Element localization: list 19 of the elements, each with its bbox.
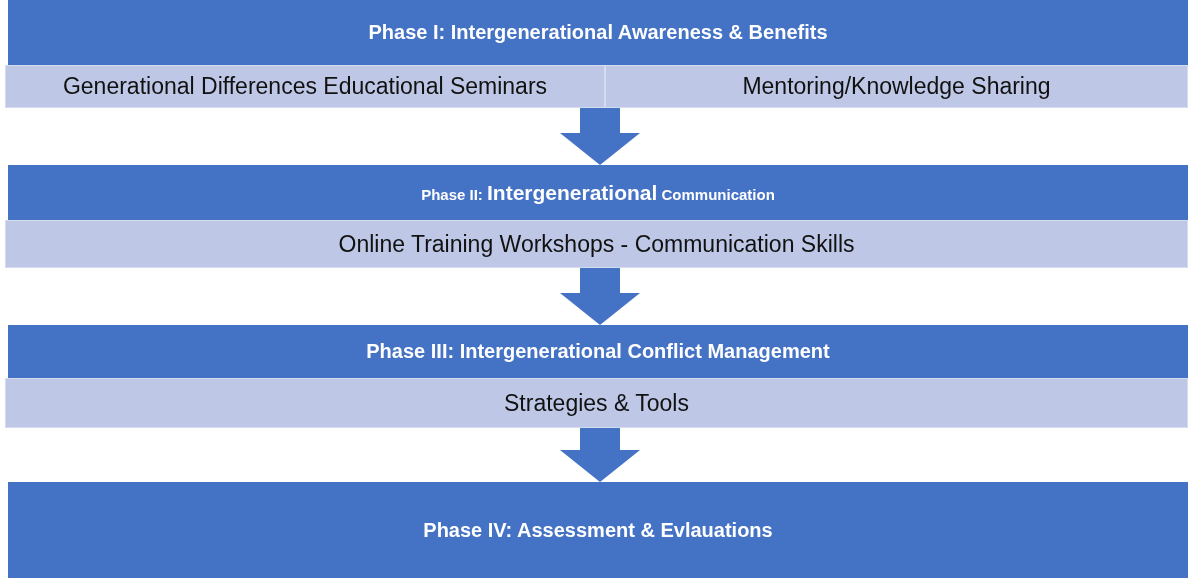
phase-title: Phase II: Intergenerational Communication <box>421 180 775 205</box>
activity-label: Online Training Workshops - Communication Skills <box>338 230 855 258</box>
phase-band <box>8 482 1188 578</box>
phase-band <box>8 165 1188 220</box>
activity-box <box>5 220 1188 268</box>
activity-label: Mentoring/Knowledge Sharing <box>742 73 1051 100</box>
phase-band <box>8 0 1188 65</box>
activity-box <box>605 65 1188 108</box>
block-arrow <box>560 108 640 165</box>
block-arrow <box>560 268 640 325</box>
activity-label: Strategies & Tools <box>504 389 689 417</box>
activity-box <box>5 65 605 108</box>
block-arrow <box>560 428 640 482</box>
phase-title: Phase IV: Assessment & Evlauations <box>423 518 773 542</box>
activity-label: Generational Differences Educational Seminars <box>62 73 548 100</box>
activity-box <box>5 378 1188 428</box>
phase-band <box>8 325 1188 378</box>
phase-title: Phase I: Intergenerational Awareness & Benefits <box>368 21 828 44</box>
phase-title: Phase III: Intergenerational Conflict Management <box>366 340 830 363</box>
